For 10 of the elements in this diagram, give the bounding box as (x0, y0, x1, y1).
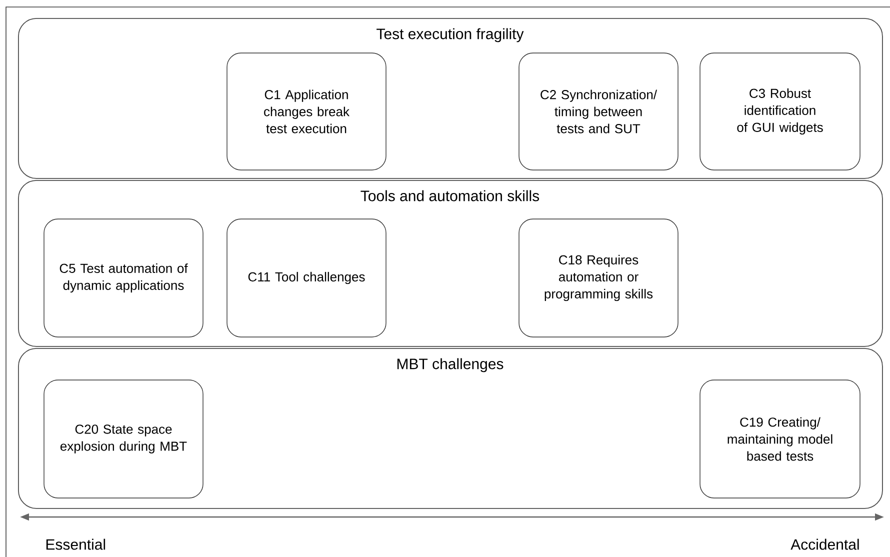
challenge-box: C3 Robust identification of GUI widgets (700, 52, 860, 170)
challenge-box: C19 Creating/ maintaining model based tests (700, 380, 860, 498)
challenge-box: C18 Requires automation or programming skills (518, 218, 678, 338)
axis-label: Essential (46, 538, 106, 550)
challenge-box: C5 Test automation of dynamic applications (44, 218, 204, 338)
axis-label: Accidental (790, 538, 859, 550)
challenge-box: C20 State space explosion during MBT (44, 380, 204, 498)
challenge-box: C11 Tool challenges (226, 218, 386, 338)
challenge-box: C1 Application changes break test execution (226, 52, 386, 170)
challenge-box: C2 Synchronization/ timing between tests and SUT (518, 52, 678, 170)
